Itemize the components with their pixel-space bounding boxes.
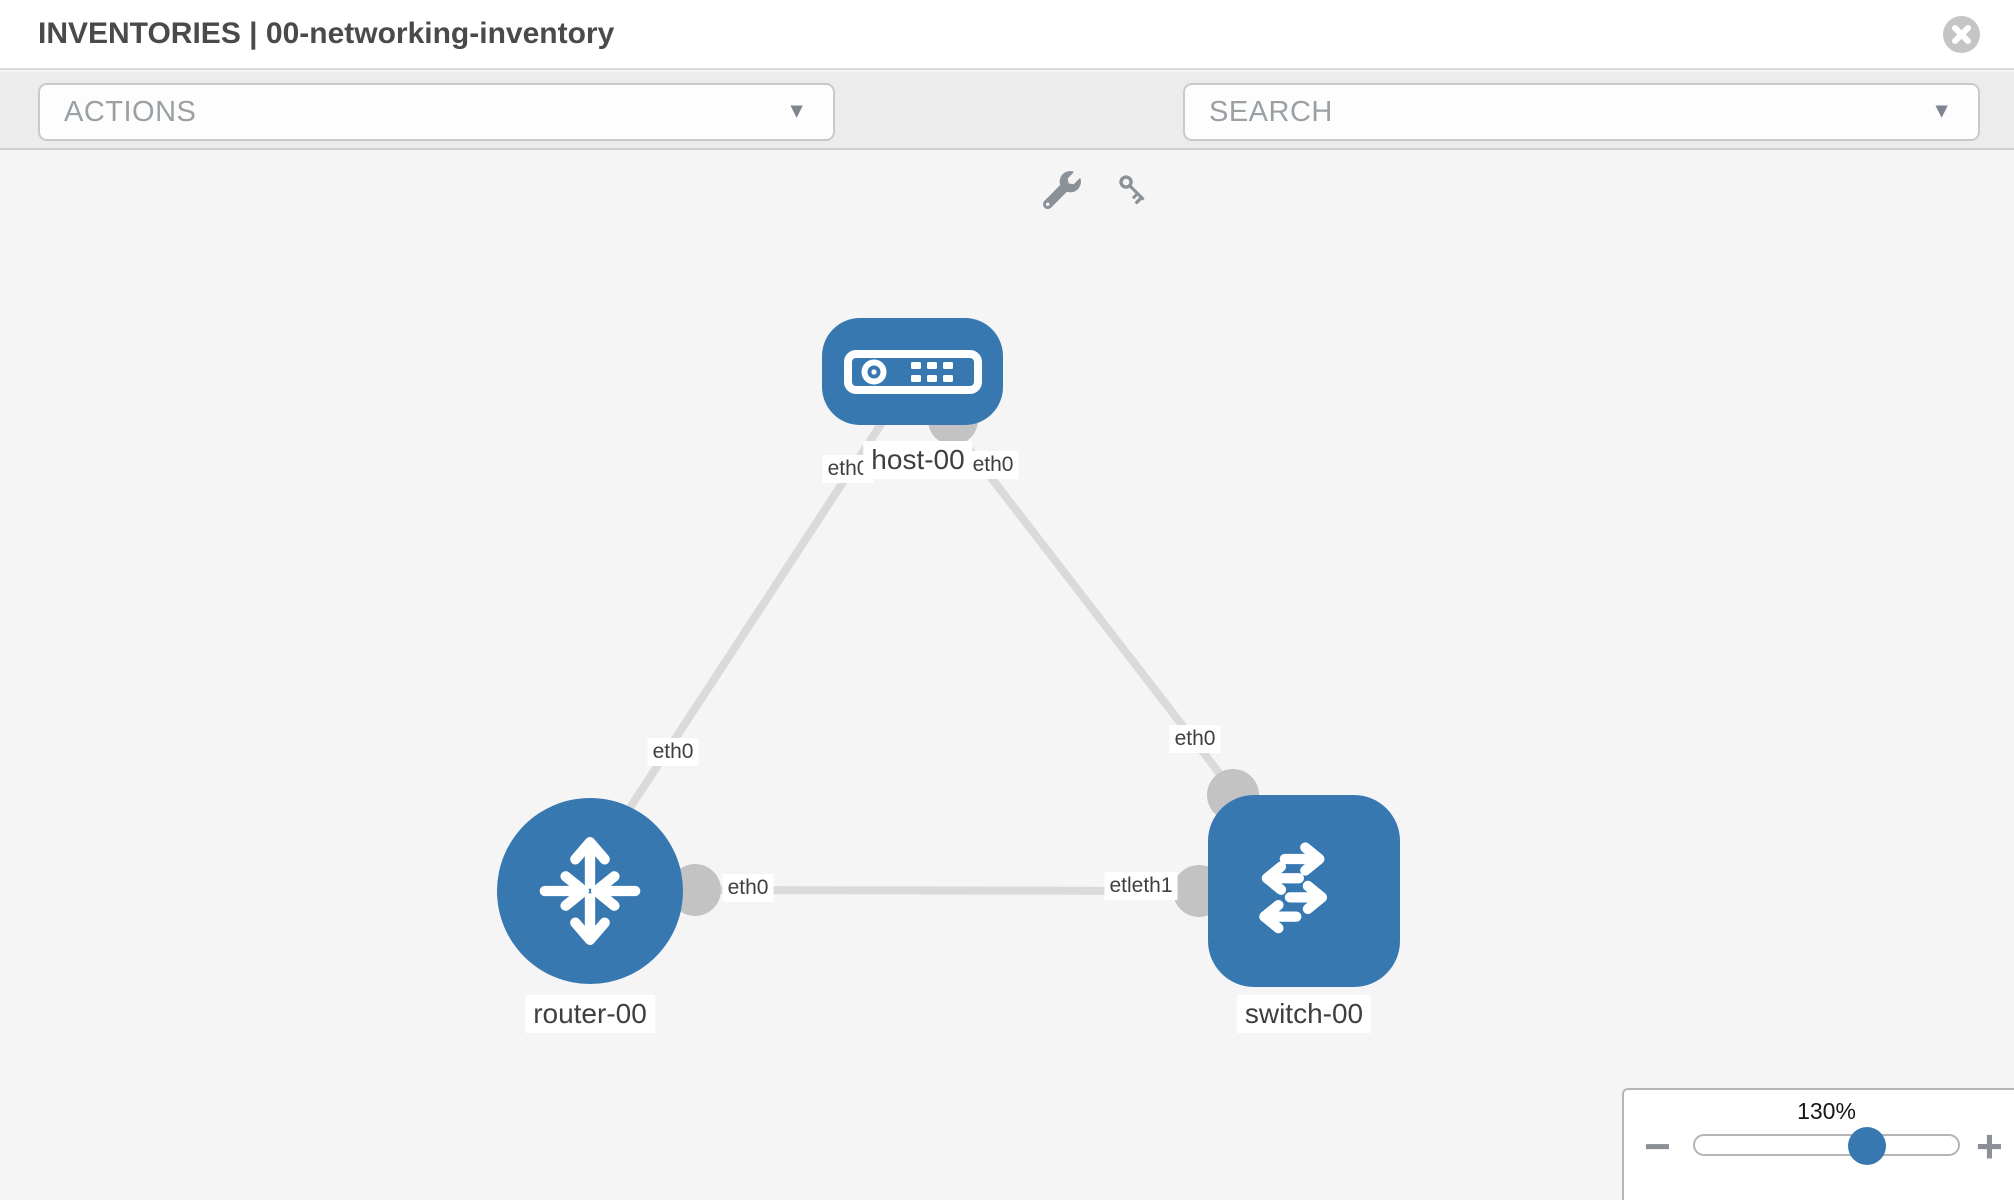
server-icon [843,349,982,394]
zoom-percent-label: 130% [1797,1098,1856,1124]
close-icon [1952,25,1971,44]
actions-dropdown[interactable]: ACTIONS ▼ [38,83,835,141]
interface-label: eth0 [647,738,699,766]
topology-canvas[interactable] [0,152,2014,1200]
page-title: INVENTORIES | 00-networking-inventory [38,17,615,50]
node-switch-00[interactable] [1208,795,1400,987]
zoom-control-panel: 130% − + [1622,1088,2014,1200]
node-router-00[interactable] [497,798,683,984]
node-label-host-00: host-00 [863,441,973,479]
header: INVENTORIES | 00-networking-inventory [0,0,2014,70]
search-dropdown-label: SEARCH [1209,95,1333,128]
toolbar: ACTIONS ▼ SEARCH ▼ [0,72,2014,209]
actions-dropdown-label: ACTIONS [64,95,197,128]
interface-label: eth0 [722,874,774,902]
chevron-down-icon: ▼ [1931,99,1952,123]
zoom-slider-track[interactable] [1693,1127,1960,1165]
configure-button[interactable] [1040,168,1084,212]
node-label-router-00: router-00 [525,995,655,1033]
search-dropdown[interactable]: SEARCH ▼ [1183,83,1980,141]
key-icon [1119,175,1145,205]
node-host-00[interactable] [822,318,1003,425]
interface-label: eth0 [1169,725,1221,753]
zoom-out-button[interactable]: − [1644,1120,1671,1172]
router-arrows-icon [539,837,641,945]
wrench-icon [1043,171,1081,209]
zoom-slider-thumb[interactable] [1848,1127,1886,1165]
interface-label: etleth1 [1104,872,1178,900]
chevron-down-icon: ▼ [786,99,807,123]
zoom-in-button[interactable]: + [1976,1120,2003,1172]
credentials-button[interactable] [1112,168,1156,212]
node-label-switch-00: switch-00 [1236,995,1372,1033]
interface-label: eth0 [967,451,1019,479]
switch-arrows-icon [1259,842,1328,934]
close-button[interactable] [1943,16,1980,53]
